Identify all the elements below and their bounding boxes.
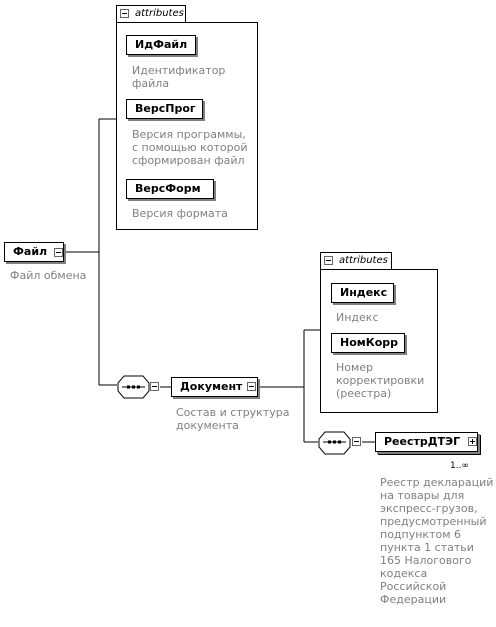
element-document-label: Документ (180, 380, 243, 393)
attribute-versprog[interactable]: ВерсПрог (126, 99, 203, 119)
attribute-versprog-description: Версия программы, с помощью которой сфор… (132, 128, 248, 167)
attributes-2-collapse-icon[interactable] (324, 256, 333, 265)
attribute-versform-label: ВерсФорм (135, 182, 201, 195)
attribute-idfile-label: ИдФайл (135, 38, 188, 51)
attribute-idfile[interactable]: ИдФайл (126, 35, 196, 55)
attribute-versform-description: Версия формата (132, 207, 228, 220)
attribute-index-description: Индекс (336, 311, 379, 324)
root-collapse-icon[interactable] (54, 248, 63, 257)
sequence-1-collapse-icon[interactable] (150, 382, 159, 391)
sequence-compositor-2 (318, 431, 351, 455)
attributes-1-collapse-icon[interactable] (120, 9, 129, 18)
element-document[interactable]: Документ (171, 377, 258, 397)
attribute-nomkorr-description: Номер корректировки (реестра) (336, 361, 425, 400)
element-registry-label: РеестрДТЭГ (384, 435, 461, 448)
registry-cardinality: 1..∞ (450, 461, 469, 471)
attributes-tab-label: attributes (135, 8, 184, 19)
document-description: Состав и структура документа (176, 406, 290, 432)
attribute-idfile-description: Идентификатор файла (132, 64, 226, 90)
attribute-nomkorr[interactable]: НомКорр (331, 333, 405, 353)
root-element-label: Файл (13, 245, 48, 258)
document-collapse-icon[interactable] (247, 382, 256, 391)
attribute-versform[interactable]: ВерсФорм (126, 179, 214, 199)
attribute-index[interactable]: Индекс (331, 283, 394, 303)
attributes-tab-label: attributes (339, 255, 388, 266)
sequence-2-collapse-icon[interactable] (352, 437, 361, 446)
attribute-index-label: Индекс (340, 286, 388, 299)
attribute-versprog-label: ВерсПрог (135, 102, 196, 115)
attributes-tab-1: attributes (116, 5, 186, 22)
registry-expand-icon[interactable] (468, 437, 477, 446)
attributes-tab-2: attributes (320, 252, 392, 269)
sequence-compositor-1 (117, 375, 150, 399)
element-registry[interactable]: РеестрДТЭГ (375, 432, 478, 452)
registry-description: Реестр деклараций на товары для экспресс… (380, 476, 494, 606)
attribute-nomkorr-label: НомКорр (340, 336, 399, 349)
root-element-file[interactable]: Файл (4, 242, 64, 262)
root-description: Файл обмена (10, 269, 87, 282)
